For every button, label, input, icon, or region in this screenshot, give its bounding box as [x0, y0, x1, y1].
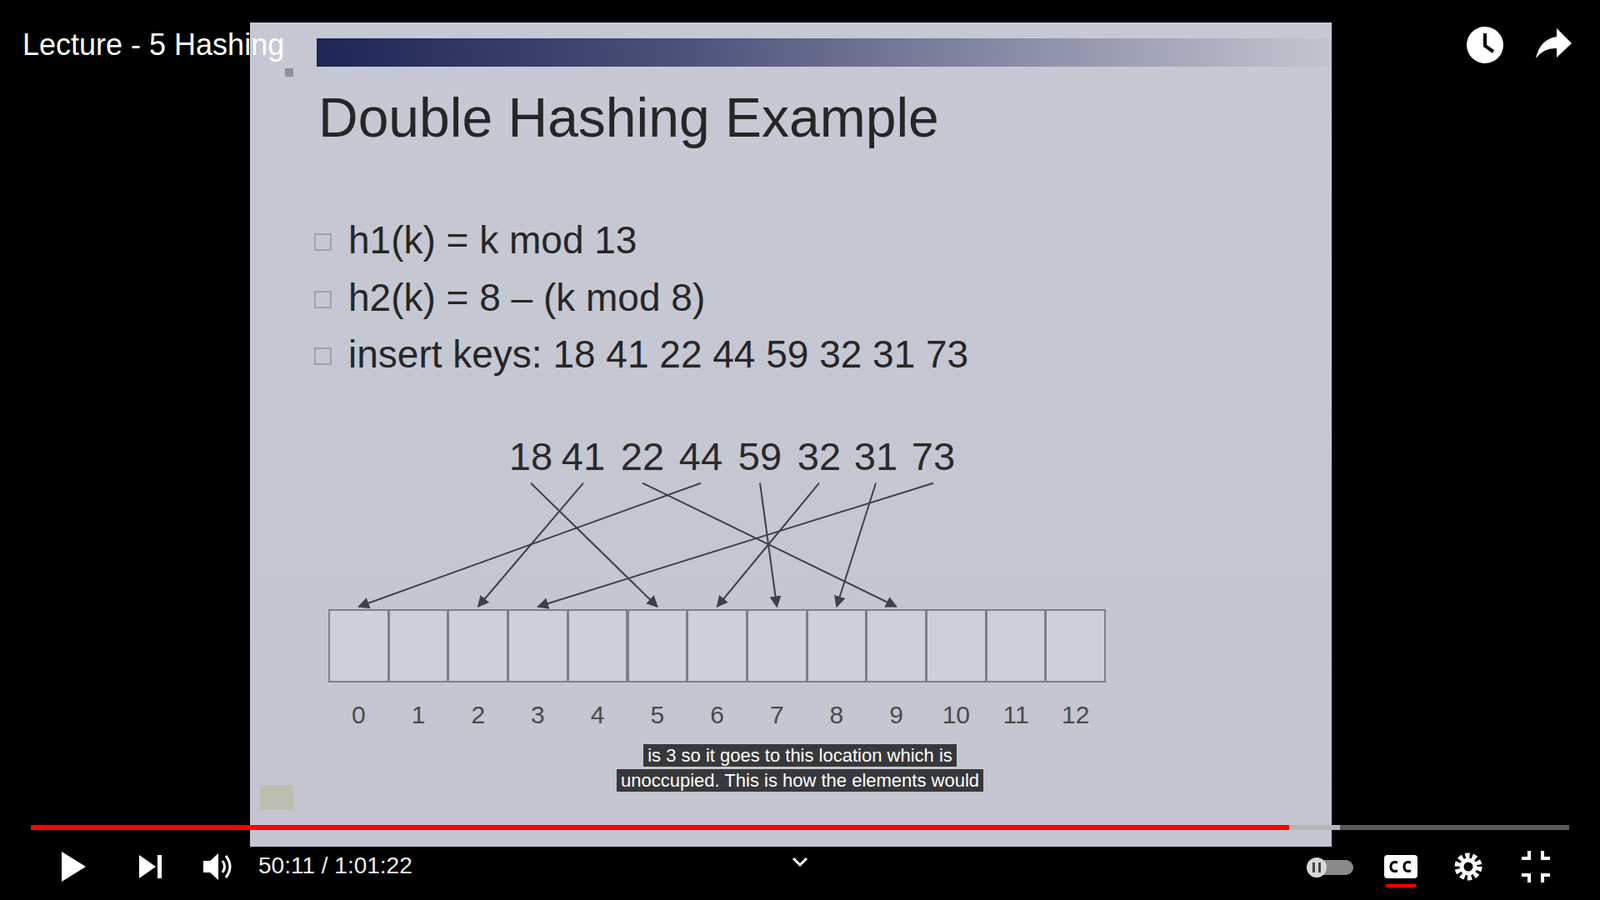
key-number: 73	[911, 434, 955, 479]
autoplay-pause	[1318, 862, 1321, 873]
key-number: 32	[797, 434, 841, 479]
watch-later-hands	[1485, 33, 1494, 52]
index-number: 1	[390, 700, 448, 729]
key-number: 59	[738, 434, 782, 479]
progress-played	[30, 825, 1290, 830]
settings-gear-core	[1461, 860, 1475, 874]
index-number: 10	[927, 700, 985, 729]
bullet-square	[315, 348, 331, 365]
index-number: 2	[449, 700, 507, 729]
subtitle-line: is 3 so it goes to this location which i…	[643, 744, 957, 767]
hash-table-cell: 6	[686, 609, 748, 683]
slide-panel	[250, 22, 1332, 847]
hash-table-cell: 9	[865, 609, 927, 683]
chevron-icon	[793, 858, 807, 865]
key-number: 18	[509, 434, 553, 479]
formula-text: h2(k) = 8 – (k mod 8)	[348, 275, 705, 320]
key-value: 59	[738, 435, 782, 479]
hash-table-cell: 8	[806, 609, 868, 683]
cc-icon	[1384, 855, 1418, 879]
index-number: 3	[509, 700, 567, 729]
slide-logo	[260, 785, 294, 810]
key-number: 31	[854, 434, 898, 479]
settings-gear	[1457, 855, 1480, 878]
key-value: 44	[679, 435, 723, 479]
index-number: 8	[808, 700, 866, 729]
cc-underline	[1385, 884, 1416, 888]
key-value: 32	[797, 435, 841, 479]
instruction-text: insert keys: 18 41 22 44 59 32 31 73	[348, 332, 969, 377]
key-value: 22	[620, 435, 665, 479]
index-number: 12	[1046, 700, 1105, 729]
key-value: 73	[911, 435, 955, 479]
slide-corner-mark	[285, 68, 294, 77]
hash-table-cell: 11	[985, 609, 1047, 683]
key-number: 44	[679, 434, 723, 479]
hash-table-cell: 4	[567, 609, 629, 683]
hash-arrow	[358, 483, 701, 607]
index-number: 4	[569, 700, 627, 729]
volume-icon	[203, 853, 219, 880]
volume-wave	[222, 855, 230, 878]
hash-arrow	[530, 483, 658, 607]
hash-arrow	[836, 483, 876, 607]
video-title: Lecture - 5 Hashing	[22, 27, 285, 62]
index-number: 5	[629, 700, 687, 729]
hash-arrow	[642, 483, 897, 607]
progress-buffered	[1289, 825, 1340, 830]
index-number: 0	[330, 700, 388, 729]
key-value: 18	[509, 435, 553, 479]
key-value: 31	[854, 435, 898, 479]
hash-table-cell: 3	[507, 609, 569, 683]
hash-table-cell: 10	[925, 609, 987, 683]
slide-title: Double Hashing Example	[318, 86, 940, 150]
slide-header-bar	[316, 38, 1332, 67]
hash-table-cell: 2	[447, 609, 509, 683]
hash-table-cell: 1	[388, 609, 450, 683]
hash-table-cell: 5	[627, 609, 689, 683]
time-display: 50:11 / 1:01:22	[258, 852, 413, 880]
next-icon	[139, 855, 156, 879]
play-icon	[61, 851, 86, 882]
hash-table-cell: 12	[1045, 609, 1106, 683]
bullet-square	[315, 291, 331, 308]
key-value: 41	[561, 435, 605, 479]
autoplay-pause	[1312, 862, 1315, 873]
formula-text: h1(k) = k mod 13	[348, 218, 637, 263]
hash-table-cell: 7	[746, 609, 808, 683]
next-icon-bar	[157, 855, 162, 879]
share-icon	[1535, 28, 1572, 59]
index-number: 7	[748, 700, 806, 729]
index-number: 6	[688, 700, 746, 729]
index-number: 11	[987, 700, 1045, 729]
hash-arrow	[537, 483, 934, 607]
cc-glyph	[1390, 862, 1411, 872]
watch-later-icon	[1466, 26, 1504, 64]
autoplay-knob	[1306, 857, 1327, 878]
index-number: 9	[867, 700, 925, 729]
fullscreen-exit-icon	[1521, 850, 1550, 883]
key-number: 22	[620, 434, 665, 479]
progress-track	[30, 825, 1570, 830]
subtitle-line: unoccupied. This is how the elements wou…	[616, 769, 984, 792]
bullet-square	[315, 234, 331, 250]
key-number: 41	[561, 434, 605, 479]
hash-table-cell: 0	[328, 609, 390, 683]
hash-arrow	[717, 483, 820, 607]
